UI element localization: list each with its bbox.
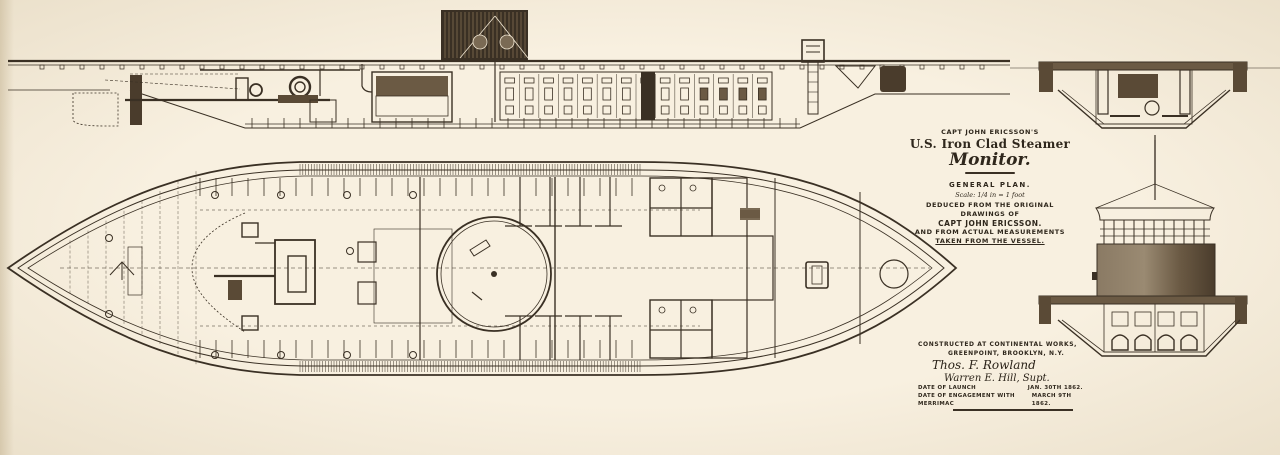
hull-rail-ticks bbox=[299, 164, 641, 372]
turret-plan bbox=[436, 216, 552, 332]
title-divider bbox=[965, 172, 1015, 174]
signature-superintendent: Warren E. Hill, Supt. bbox=[944, 373, 1050, 384]
pilot-house-elevation bbox=[801, 39, 906, 115]
constructed-line-1: Constructed at Continental Works, bbox=[918, 341, 1078, 348]
deck-frame-ticks bbox=[39, 64, 985, 70]
cabin-bays-elevation bbox=[499, 71, 773, 121]
date-value: March 9th 1862. bbox=[1031, 393, 1072, 407]
date-value: Jan. 30th 1862. bbox=[1027, 385, 1083, 391]
deduced-line-3: And from actual measurements bbox=[914, 228, 1066, 236]
deduced-line-2: Capt John Ericsson. bbox=[938, 219, 1042, 228]
cross-section-turret bbox=[1038, 140, 1248, 357]
date-row-engagement: Date of Engagement with Merrimac March 9… bbox=[918, 392, 1083, 408]
date-label: Date of Engagement with Merrimac bbox=[918, 393, 1015, 407]
title-block: Capt John Ericsson's U.S. Iron Clad Stea… bbox=[905, 128, 1075, 246]
vessel-name: Monitor. bbox=[949, 150, 1031, 170]
engine-machinery-plan bbox=[214, 222, 316, 331]
date-row-launch: Date of Launch Jan. 30th 1862. bbox=[918, 384, 1083, 392]
construction-block: Constructed at Continental Works, Greenp… bbox=[918, 340, 1083, 386]
scale-note: Scale: 1/4 in = 1 foot bbox=[955, 191, 1025, 199]
deduced-line-1: Deduced from the original drawings of bbox=[926, 201, 1054, 218]
deduced-line-4: Taken from the vessel. bbox=[935, 237, 1045, 245]
plan-label: General Plan. bbox=[949, 181, 1031, 189]
vessel-class-line: U.S. Iron Clad Steamer bbox=[909, 137, 1071, 151]
owner-line: Capt John Ericsson's bbox=[941, 128, 1039, 136]
deck-portholes bbox=[105, 191, 417, 359]
floor-frame-ticks bbox=[251, 118, 797, 128]
dates-block: Date of Launch Jan. 30th 1862. Date of E… bbox=[918, 384, 1083, 411]
date-label: Date of Launch bbox=[918, 385, 977, 391]
signature-builder: Thos. F. Rowland bbox=[932, 358, 1036, 372]
turret-elevation bbox=[441, 10, 529, 122]
engine-machinery-elevation bbox=[200, 69, 360, 123]
cross-section-engine-room bbox=[1038, 61, 1248, 200]
constructed-line-2: Greenpoint, Brooklyn, N.Y. bbox=[948, 350, 1065, 357]
dates-underline bbox=[953, 409, 1073, 411]
deck-frames-plan bbox=[69, 171, 633, 365]
boiler-elevation bbox=[361, 64, 453, 123]
